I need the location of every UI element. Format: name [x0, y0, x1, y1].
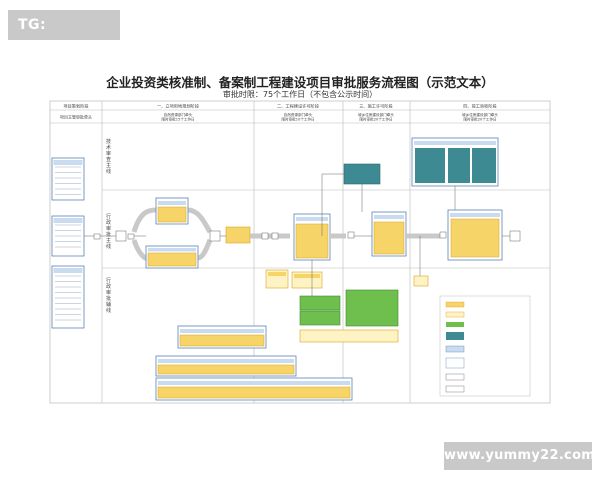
diagram-subtitle: 审批时限：75个工作日（不包含公示时间） — [222, 90, 378, 99]
connector-box — [413, 275, 429, 287]
lane-label: 行政审批辅线 — [106, 277, 111, 314]
process-box-wide — [177, 325, 267, 349]
flow-band — [197, 238, 213, 261]
watermark-url: www.yummy22.com — [444, 442, 595, 470]
header-cell: 一、立项用地规划阶段 — [157, 103, 200, 110]
process-box-green — [299, 289, 399, 343]
process-box-yellow — [447, 209, 503, 261]
process-box-yellow — [291, 271, 323, 289]
process-box-wide — [155, 355, 297, 377]
process-box-wide — [155, 377, 353, 401]
connector-box — [115, 230, 127, 242]
row2-cell: 城乡住房建设部门牵头限时审批20个工作日 — [358, 112, 394, 122]
watermark-tag: TG: MYYJJPP — [8, 10, 120, 63]
process-box-yellow — [293, 213, 331, 261]
flow-arrow — [321, 173, 344, 236]
connector-box — [261, 232, 269, 240]
header-cell: 三、施工许可阶段 — [359, 103, 393, 110]
process-box-yellow — [265, 269, 289, 289]
flow-band — [131, 207, 157, 233]
header-cell: 项目策划阶段 — [63, 103, 89, 110]
process-box-yellow — [155, 197, 189, 225]
connector-box — [127, 233, 135, 240]
connector-box — [347, 231, 355, 239]
header-cell: 二、工程建设许可阶段 — [277, 103, 320, 110]
connector-box — [509, 230, 521, 242]
process-box-teal — [411, 137, 499, 187]
row2-cell: 项目主管审批牵头 — [60, 114, 92, 120]
header-cell: 四、竣工验收阶段 — [463, 103, 497, 110]
process-box-yellow — [225, 226, 251, 244]
left-panels — [51, 157, 85, 329]
process-box-yellow — [371, 211, 407, 257]
row2-cell: 城乡住房建设部门牵头限时审批20个工作日 — [462, 112, 498, 122]
legend — [439, 295, 531, 397]
connector-box — [271, 232, 279, 240]
process-box-teal — [343, 163, 381, 185]
row2-cell: 自然资源部门牵头限时审批10个工作日 — [281, 112, 314, 122]
flow-band — [187, 207, 213, 234]
connector-box — [209, 230, 221, 242]
flowchart-frame — [49, 100, 551, 404]
lane-label: 技术审查主线 — [106, 138, 111, 175]
lane-label: 行政审批主线 — [106, 213, 111, 250]
connector-box — [93, 233, 101, 240]
connector-box — [439, 231, 447, 239]
row2-cell: 自然资源部门牵头限时审批15个工作日 — [161, 112, 194, 122]
process-box-yellow — [145, 245, 199, 269]
diagram-title: 企业投资类核准制、备案制工程建设项目审批服务流程图（示范文本） — [106, 75, 494, 90]
